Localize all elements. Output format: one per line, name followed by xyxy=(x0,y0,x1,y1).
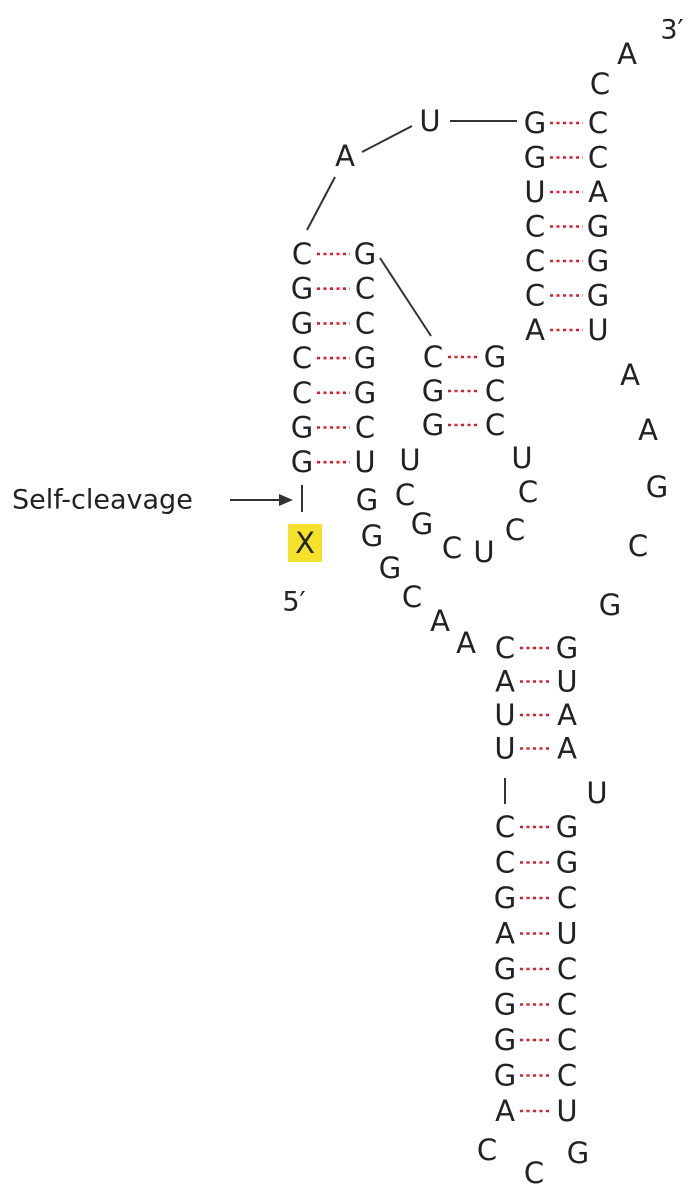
three-prime-label: 3′ xyxy=(660,15,683,46)
bulge-nucleotide: U xyxy=(586,776,607,810)
nucleotide: C xyxy=(495,810,515,844)
nucleotide: U xyxy=(556,1094,577,1128)
nucleotide: G xyxy=(494,1059,516,1093)
nucleotide: G xyxy=(599,588,621,622)
nucleotide: G xyxy=(587,279,609,313)
nucleotide: A xyxy=(495,917,515,951)
nucleotide: A xyxy=(430,604,450,638)
nucleotide: G xyxy=(494,988,516,1022)
nucleotide: G xyxy=(556,846,578,880)
nucleotide: G xyxy=(524,106,546,140)
nucleotide: U xyxy=(511,441,532,475)
nucleotide: A xyxy=(638,413,658,447)
cleavage-highlight xyxy=(288,524,322,562)
nucleotide: C xyxy=(525,279,545,313)
nucleotide: U xyxy=(473,535,494,569)
nucleotide: C xyxy=(588,106,608,140)
nucleotide: U xyxy=(587,313,608,347)
nucleotide: C xyxy=(477,1133,497,1167)
nucleotide: G xyxy=(422,374,444,408)
nucleotide: G xyxy=(494,1023,516,1057)
nucleotide: G xyxy=(494,881,516,915)
backbone-connector xyxy=(306,176,336,231)
nucleotide: A xyxy=(495,1094,515,1128)
self-cleavage-label: Self-cleavage xyxy=(12,485,193,516)
nucleotide: C xyxy=(505,513,525,547)
nucleotide: G xyxy=(291,445,313,479)
nucleotide: G xyxy=(587,244,609,278)
nucleotide: G xyxy=(646,470,668,504)
nucleotide: C xyxy=(525,210,545,244)
nucleotide: G xyxy=(354,376,376,410)
nucleotide: U xyxy=(556,917,577,951)
arrow-head-icon xyxy=(279,494,293,506)
nucleotide: G xyxy=(354,341,376,375)
nucleotide: A xyxy=(588,175,608,209)
nucleotide: G xyxy=(587,210,609,244)
nucleotide: G xyxy=(556,810,578,844)
nucleotide: C xyxy=(590,67,610,101)
nucleotide: A xyxy=(617,37,637,71)
nucleotide: G xyxy=(291,306,313,340)
nucleotide: C xyxy=(495,846,515,880)
nucleotide: C xyxy=(557,1059,577,1093)
nucleotide: G xyxy=(422,408,444,442)
nucleotide: U xyxy=(494,732,515,766)
nucleotide: C xyxy=(518,475,538,509)
nucleotide: A xyxy=(620,358,640,392)
nucleotide: G xyxy=(524,141,546,175)
backbone-connector xyxy=(361,125,413,153)
nucleotide: U xyxy=(494,698,515,732)
cleavage-nucleotide: X xyxy=(295,526,315,560)
nucleotide: G xyxy=(291,411,313,445)
nucleotide: C xyxy=(355,306,375,340)
nucleotide: C xyxy=(557,988,577,1022)
nucleotide: A xyxy=(495,665,515,699)
nucleotide: C xyxy=(485,374,505,408)
nucleotide: C xyxy=(557,1023,577,1057)
nucleotide: G xyxy=(379,551,401,585)
nucleotide: U xyxy=(354,445,375,479)
nucleotide: G xyxy=(411,507,433,541)
nucleotide: G xyxy=(556,631,578,665)
nucleotide: C xyxy=(395,478,415,512)
nucleotide: C xyxy=(292,237,312,271)
nucleotide: A xyxy=(335,139,355,173)
nucleotide: C xyxy=(442,531,462,565)
nucleotide: G xyxy=(354,237,376,271)
nucleotide: U xyxy=(399,443,420,477)
nucleotide: A xyxy=(557,698,577,732)
backbone-connector xyxy=(379,257,432,337)
nucleotide: C xyxy=(495,631,515,665)
nucleotide: A xyxy=(557,732,577,766)
nucleotide: C xyxy=(292,376,312,410)
nucleotide: G xyxy=(361,519,383,553)
nucleotide: G xyxy=(494,952,516,986)
nucleotide: C xyxy=(485,408,505,442)
nucleotide: C xyxy=(557,952,577,986)
nucleotide: C xyxy=(588,141,608,175)
nucleotide: C xyxy=(423,340,443,374)
nucleotide: C xyxy=(355,411,375,445)
nucleotide: U xyxy=(524,175,545,209)
nucleotide: C xyxy=(557,881,577,915)
nucleotide: C xyxy=(524,1156,544,1190)
nucleotide: U xyxy=(556,665,577,699)
nucleotide: G xyxy=(484,340,506,374)
nucleotide: C xyxy=(525,244,545,278)
nucleotide: G xyxy=(356,483,378,517)
nucleotide: U xyxy=(419,104,440,138)
nucleotide: G xyxy=(567,1136,589,1170)
nucleotide: A xyxy=(525,313,545,347)
nucleotide: G xyxy=(291,272,313,306)
nucleotide: C xyxy=(628,529,648,563)
nucleotide: C xyxy=(292,341,312,375)
nucleotide: A xyxy=(456,626,476,660)
nucleotide: C xyxy=(402,580,422,614)
five-prime-label: 5′ xyxy=(282,587,305,618)
nucleotide: C xyxy=(355,272,375,306)
